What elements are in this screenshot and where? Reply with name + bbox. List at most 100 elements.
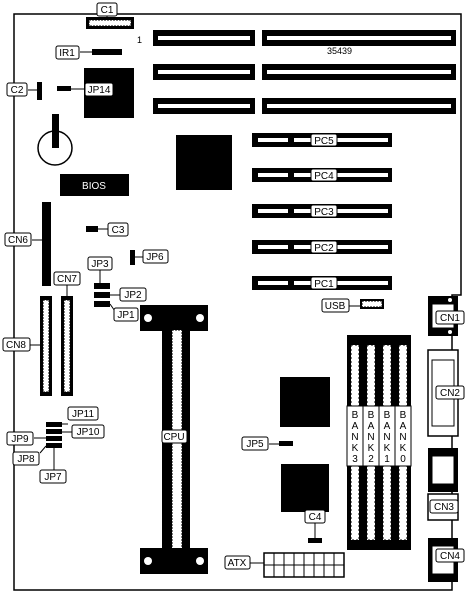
chip-center-top	[176, 135, 232, 190]
jp6-jumper	[130, 250, 135, 265]
svg-text:PC5: PC5	[314, 136, 334, 147]
callout-jp3: JP3	[87, 256, 113, 271]
svg-text:ATX: ATX	[228, 558, 247, 569]
bank3-char-1: A	[352, 421, 359, 432]
bank2-char-0: B	[368, 410, 375, 421]
callout-jp9: JP9	[6, 431, 34, 446]
cn7-connector	[61, 296, 73, 396]
svg-text:JP10: JP10	[77, 427, 100, 438]
svg-text:JP8: JP8	[17, 454, 35, 465]
chip-center-mid	[280, 377, 330, 427]
bank1-char-0: B	[384, 410, 391, 421]
bank3-char-0: B	[352, 410, 359, 421]
bank2-char-2: N	[367, 432, 374, 443]
svg-text:JP11: JP11	[72, 409, 94, 420]
battery	[37, 114, 73, 166]
callout-usb: USB	[321, 298, 350, 313]
svg-text:CN1: CN1	[440, 313, 460, 324]
svg-text:CN7: CN7	[57, 274, 77, 285]
usb-header	[360, 299, 384, 309]
callout-pc4: PC4	[310, 168, 338, 182]
svg-text:JP7: JP7	[44, 472, 62, 483]
svg-text:JP6: JP6	[146, 252, 164, 263]
bank2-char-1: A	[368, 421, 375, 432]
callout-ir1: IR1	[55, 45, 80, 60]
c1-header: 1	[86, 17, 142, 45]
svg-text:CN4: CN4	[440, 551, 460, 562]
callout-jp2: JP2	[119, 287, 147, 302]
bios-chip: BIOS	[60, 174, 129, 196]
atx-connector	[263, 552, 345, 578]
callout-atx: ATX	[224, 555, 251, 570]
bank0-char-0: B	[400, 410, 407, 421]
callout-cn1: CN1	[435, 310, 465, 325]
bank0-char-2: N	[399, 432, 406, 443]
callout-cn3: CN3	[429, 499, 459, 514]
callout-pc3: PC3	[310, 204, 338, 218]
svg-text:CN2: CN2	[440, 388, 460, 399]
callout-c2: C2	[6, 82, 28, 97]
svg-text:JP1: JP1	[117, 310, 135, 321]
bank2-char-4: 2	[368, 454, 374, 465]
callout-cn7: CN7	[53, 271, 81, 286]
svg-text:JP14: JP14	[88, 85, 111, 96]
callout-pc5: PC5	[310, 133, 338, 147]
c3-header	[86, 226, 98, 232]
c2-header	[37, 82, 42, 100]
callout-jp14: JP14	[84, 82, 114, 97]
callout-cn8: CN8	[2, 337, 31, 352]
jp3-jp2-jp1-block	[94, 283, 110, 307]
svg-text:USB: USB	[325, 301, 346, 312]
callout-cn6: CN6	[4, 232, 32, 247]
svg-text:JP9: JP9	[11, 434, 29, 445]
svg-text:C3: C3	[112, 225, 125, 236]
svg-text:CN3: CN3	[434, 502, 454, 513]
callout-cn4: CN4	[435, 548, 465, 563]
bank1-char-2: N	[383, 432, 390, 443]
isa-slots-right	[262, 30, 456, 114]
callout-jp10: JP10	[71, 424, 105, 439]
svg-text:PC1: PC1	[314, 279, 334, 290]
bank0-char-4: 0	[400, 454, 406, 465]
svg-text:C1: C1	[101, 5, 114, 16]
svg-text:PC4: PC4	[314, 171, 334, 182]
c1-pin-one: 1	[137, 35, 142, 45]
bios-label: BIOS	[82, 181, 106, 192]
svg-text:JP2: JP2	[124, 290, 142, 301]
cn8-connector	[40, 296, 52, 396]
c4-header	[308, 538, 322, 543]
svg-text:JP5: JP5	[246, 439, 264, 450]
callout-pc2: PC2	[310, 240, 338, 254]
callout-c3: C3	[107, 222, 129, 237]
callout-jp7: JP7	[39, 469, 67, 484]
svg-text:PC2: PC2	[314, 243, 334, 254]
bank1-char-3: K	[384, 443, 391, 454]
jp7-jp11-block	[46, 422, 62, 448]
bank2-char-3: K	[368, 443, 375, 454]
bank0-char-1: A	[400, 421, 407, 432]
chip-center-bottom	[281, 464, 329, 512]
isa-slots-left	[153, 30, 255, 114]
svg-text:CN6: CN6	[8, 235, 28, 246]
jp14-jumper	[57, 86, 71, 91]
bank1-char-4: 1	[384, 454, 390, 465]
callout-jp8: JP8	[12, 451, 40, 466]
cn3-stacked-connector	[428, 448, 458, 492]
bank3-char-4: 3	[352, 454, 358, 465]
svg-text:CPU: CPU	[163, 432, 184, 443]
callout-jp5: JP5	[241, 436, 269, 451]
ir1-header	[92, 49, 122, 55]
callout-jp1: JP1	[113, 307, 139, 322]
bank3-char-2: N	[351, 432, 358, 443]
callout-pc1: PC1	[310, 276, 338, 290]
svg-text:CN8: CN8	[6, 340, 26, 351]
callout-jp11: JP11	[67, 406, 99, 421]
svg-text:C2: C2	[11, 85, 24, 96]
bank-labels: B A N K 3 B A N K 2 B A N K 1 B A N K 0	[346, 405, 412, 467]
board-number-text: 35439	[327, 46, 352, 56]
cn6-connector	[42, 202, 51, 286]
callout-cn2: CN2	[435, 385, 465, 400]
callout-c4: C4	[304, 509, 326, 524]
jp5-jumper	[279, 441, 293, 446]
